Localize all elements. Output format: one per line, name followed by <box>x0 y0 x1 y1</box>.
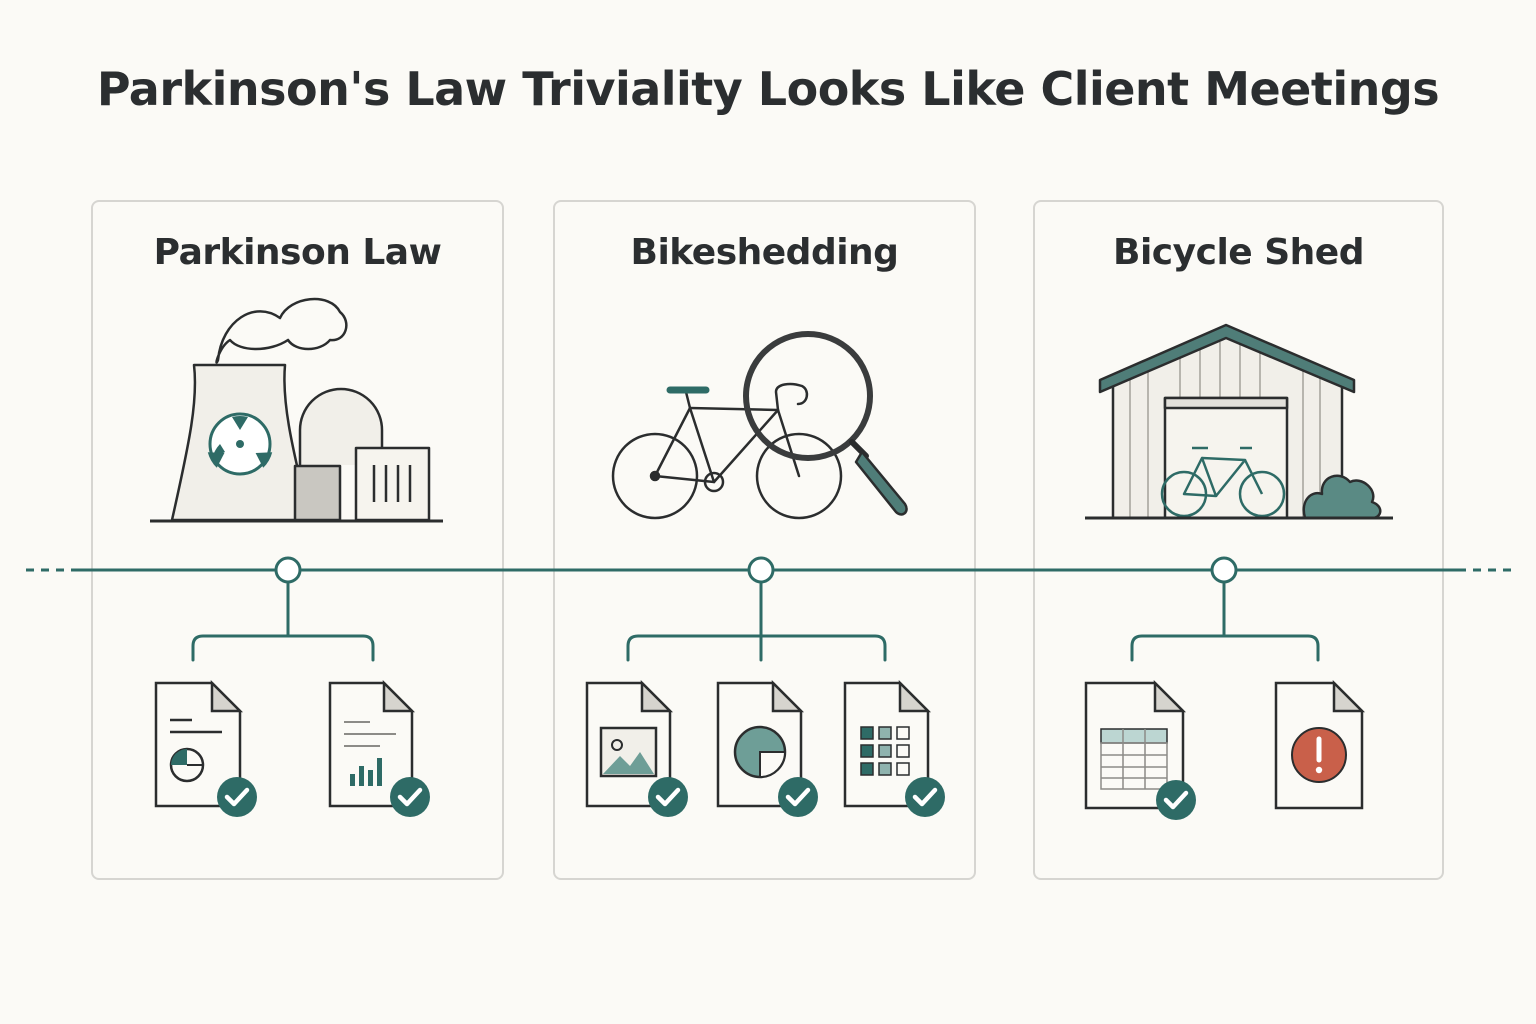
timeline-node <box>1210 556 1238 584</box>
document-grid-icon <box>843 679 945 817</box>
timeline <box>26 556 1512 584</box>
document-image-icon <box>585 679 688 817</box>
document-bar-chart-icon <box>328 679 430 817</box>
document-pie-chart-icon <box>154 679 257 817</box>
panel-title: Parkinson Law <box>153 232 442 273</box>
panel-bicycle-shed: Bicycle Shed <box>1033 200 1444 880</box>
nuclear-power-plant-icon <box>150 297 443 523</box>
check-badge-icon <box>778 777 818 817</box>
document-spreadsheet-icon <box>1084 679 1196 820</box>
timeline-node <box>747 556 775 584</box>
timeline-node <box>274 556 302 584</box>
panel-title: Bicycle Shed <box>1113 232 1364 273</box>
check-badge-icon <box>390 777 430 817</box>
page-title: Parkinson's Law Triviality Looks Like Cl… <box>96 62 1440 116</box>
check-badge-icon <box>217 777 257 817</box>
check-badge-icon <box>1156 780 1196 820</box>
document-alert-icon <box>1274 679 1366 810</box>
check-badge-icon <box>648 777 688 817</box>
bicycle-shed-icon <box>1085 323 1393 520</box>
bicycle-magnifier-icon <box>611 331 908 520</box>
panel-title: Bikeshedding <box>630 232 899 273</box>
document-pie-icon <box>716 679 818 817</box>
connectors <box>191 580 1320 662</box>
check-badge-icon <box>905 777 945 817</box>
